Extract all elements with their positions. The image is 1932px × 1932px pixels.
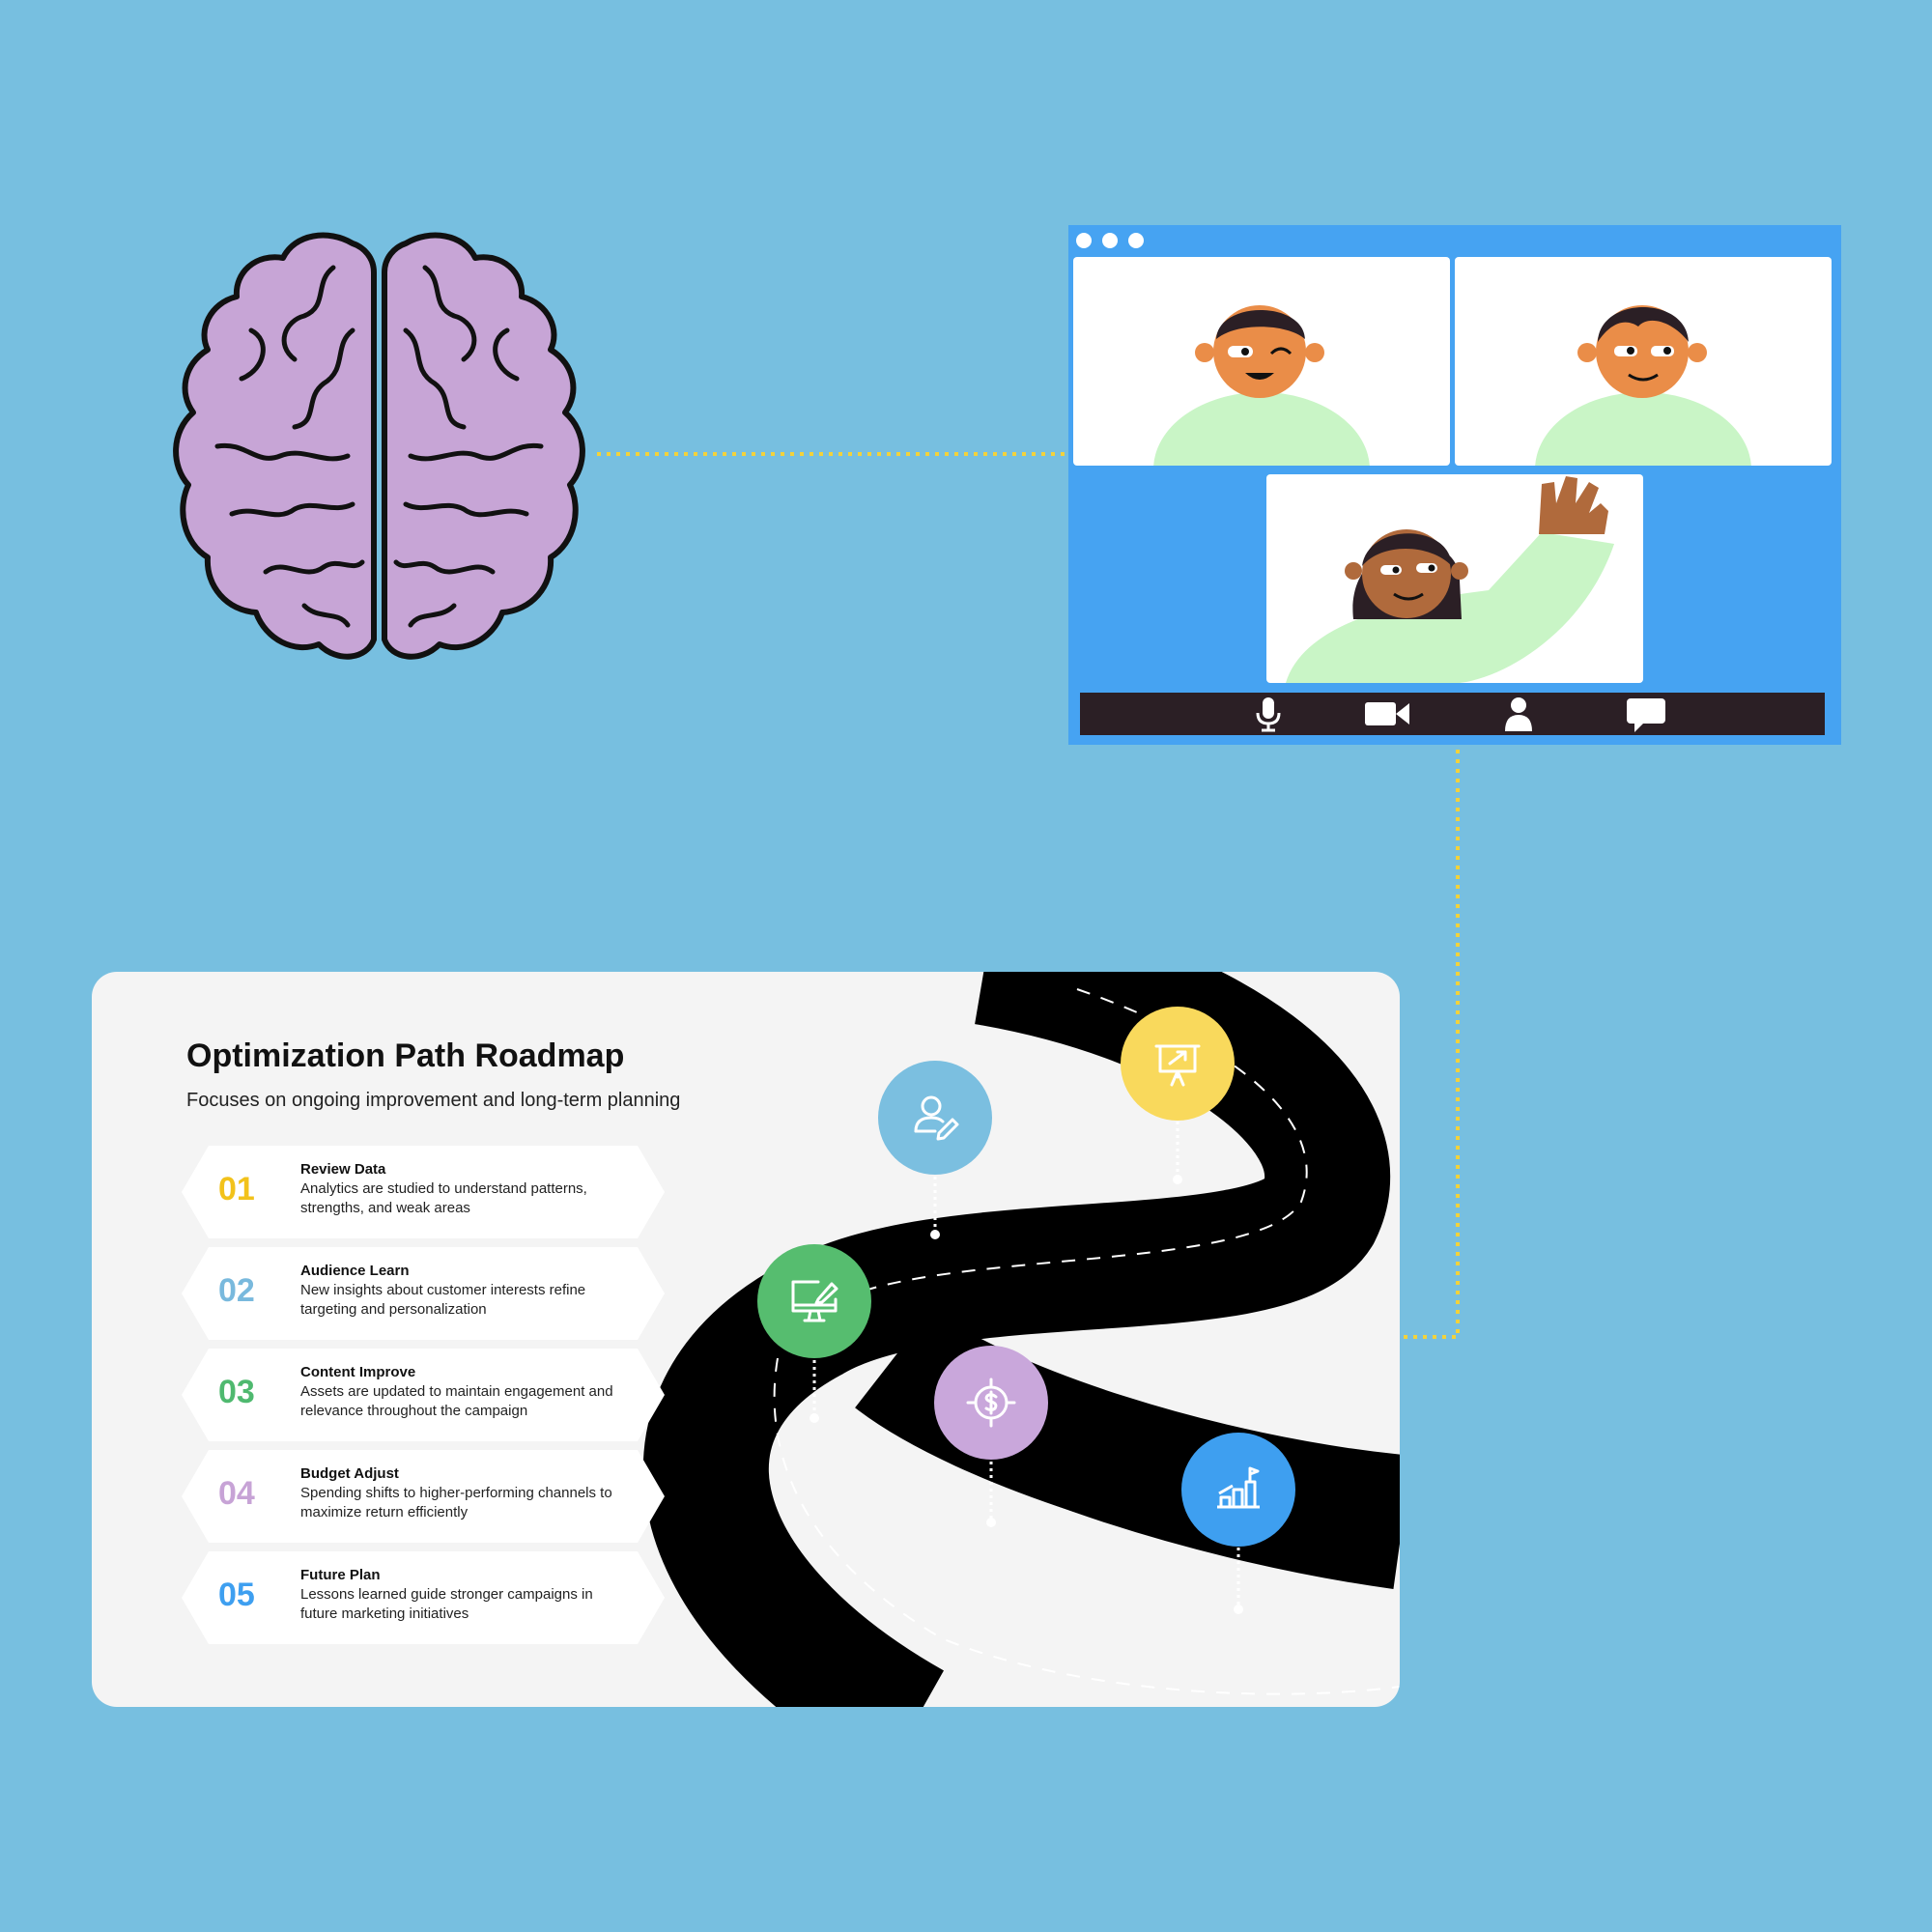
participant-avatar xyxy=(1535,305,1751,466)
page-title: Optimization Path Roadmap xyxy=(186,1037,625,1074)
call-control-bar xyxy=(1080,693,1825,735)
step-number: 04 xyxy=(218,1475,255,1512)
participant-tile-3[interactable] xyxy=(1266,474,1643,683)
step-description: Lessons learned guide stronger campaigns… xyxy=(300,1586,593,1622)
participant-avatar xyxy=(1286,476,1614,683)
roadmap-step: 02 Audience Learn New insights about cus… xyxy=(182,1247,665,1340)
growth-chart-flag-icon xyxy=(1181,1433,1295,1547)
window-dot[interactable] xyxy=(1102,233,1118,248)
step-description: Assets are updated to maintain engagemen… xyxy=(300,1383,613,1419)
roadmap-step: 01 Review Data Analytics are studied to … xyxy=(182,1146,665,1238)
monitor-edit-icon xyxy=(757,1244,871,1358)
step-description: Spending shifts to higher-performing cha… xyxy=(300,1485,612,1520)
step-number: 02 xyxy=(218,1272,255,1309)
video-call-window xyxy=(1068,225,1841,745)
video-camera-icon[interactable] xyxy=(1363,695,1411,733)
participant-tile-2[interactable] xyxy=(1455,257,1832,466)
roadmap-step: 05 Future Plan Lessons learned guide str… xyxy=(182,1551,665,1644)
step-title: Content Improve xyxy=(300,1364,416,1380)
step-title: Audience Learn xyxy=(300,1263,410,1279)
page-subtitle: Focuses on ongoing improvement and long-… xyxy=(186,1090,681,1111)
person-icon[interactable] xyxy=(1501,695,1536,733)
step-title: Future Plan xyxy=(300,1567,381,1583)
brain-illustration xyxy=(173,232,585,660)
presentation-board-icon xyxy=(1121,1007,1235,1121)
step-number: 01 xyxy=(218,1171,255,1208)
participant-tile-1[interactable] xyxy=(1073,257,1450,466)
participant-avatar xyxy=(1153,305,1370,466)
step-number: 03 xyxy=(218,1374,255,1410)
window-dot[interactable] xyxy=(1076,233,1092,248)
step-title: Budget Adjust xyxy=(300,1465,399,1482)
user-edit-icon xyxy=(878,1061,992,1175)
chat-bubble-icon[interactable] xyxy=(1625,696,1667,734)
window-dot[interactable] xyxy=(1128,233,1144,248)
step-title: Review Data xyxy=(300,1161,386,1178)
step-number: 05 xyxy=(218,1577,255,1613)
roadmap-card: Optimization Path Roadmap Focuses on ong… xyxy=(92,972,1400,1707)
step-description: Analytics are studied to understand patt… xyxy=(300,1180,587,1216)
microphone-icon[interactable] xyxy=(1249,695,1288,733)
step-description: New insights about customer interests re… xyxy=(300,1282,586,1318)
dollar-target-icon xyxy=(934,1346,1048,1460)
roadmap-step: 03 Content Improve Assets are updated to… xyxy=(182,1349,665,1441)
roadmap-step: 04 Budget Adjust Spending shifts to high… xyxy=(182,1450,665,1543)
